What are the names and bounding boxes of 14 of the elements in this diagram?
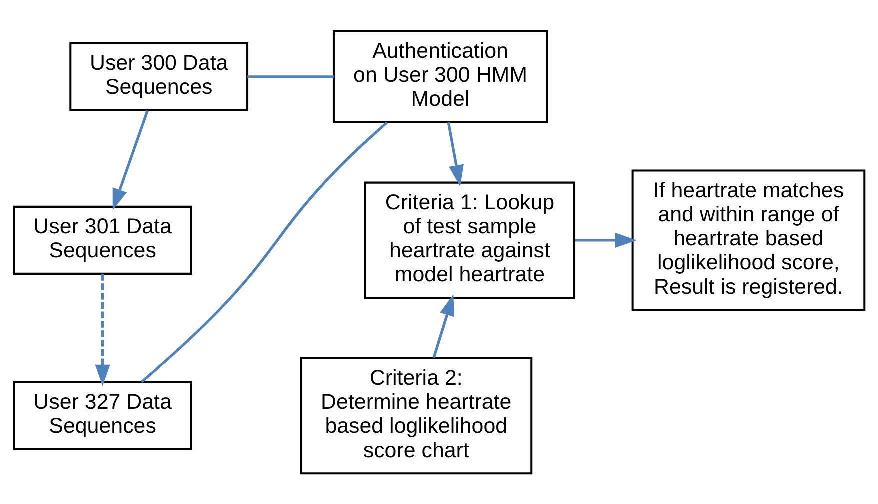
node-box: If heartrate matches and within range of heartrate based loglikelihood score, Result is registered. [631, 169, 866, 311]
connector [247, 75, 334, 78]
arrow [574, 232, 636, 248]
connector [140, 121, 388, 383]
arrow [432, 294, 454, 358]
arrow [112, 110, 148, 210]
node-box: Criteria 2: Determine heartrate based loglikelihood score chart [300, 356, 532, 474]
node-box: Authentication on User 300 HMM Model [332, 30, 548, 124]
node-box: User 327 Data Sequences [12, 380, 192, 450]
node-box: User 301 Data Sequences [12, 205, 192, 274]
node-box: Criteria 1: Lookup of test sample heartrate against model heartrate [364, 181, 576, 299]
arrow [94, 274, 110, 386]
node-box: User 300 Data Sequences [69, 42, 248, 111]
arrow [446, 122, 464, 186]
